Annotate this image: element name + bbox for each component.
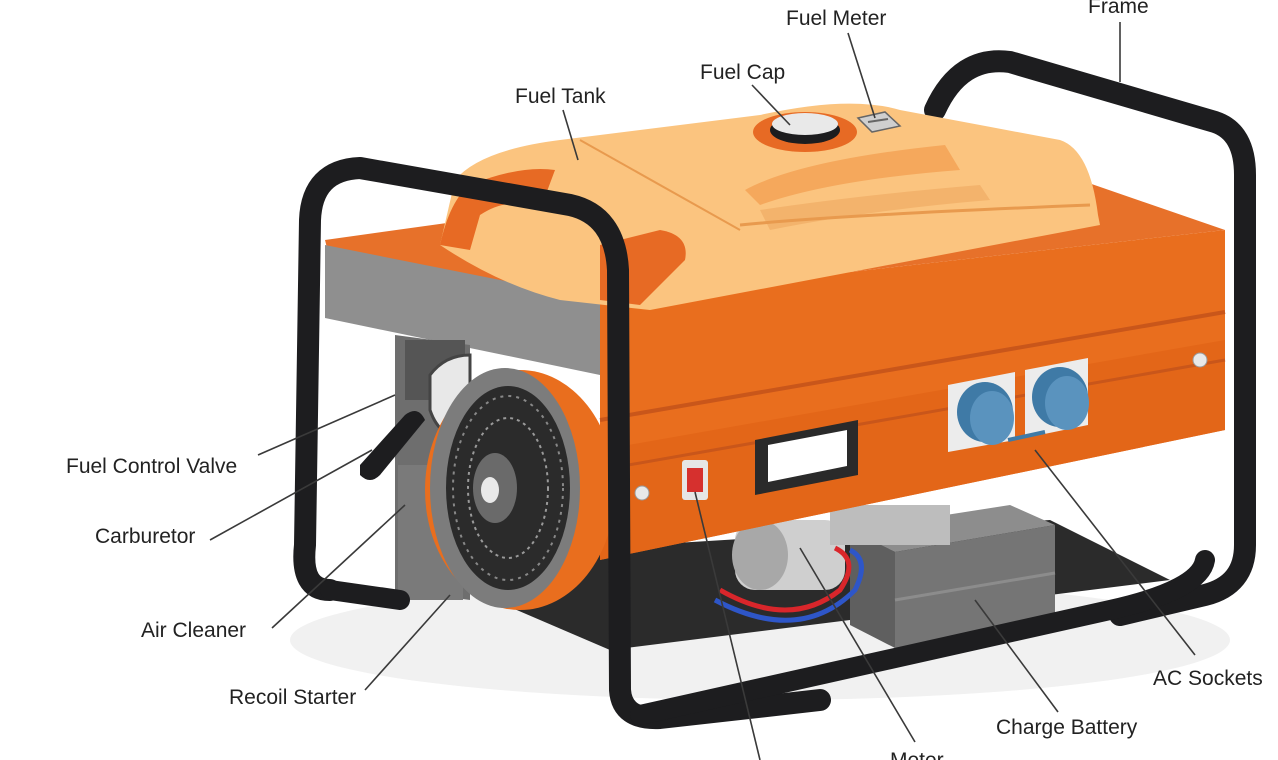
leader-meter [799, 547, 916, 743]
label-meter: Meter [890, 750, 944, 760]
frame-back-loop [924, 50, 1256, 626]
label-fuel-cap: Fuel Cap [700, 61, 786, 84]
fuel-control-lever [360, 411, 425, 480]
label-air-cleaner: Air Cleaner [141, 619, 247, 642]
meter-display-shape [755, 420, 858, 495]
frame-bottom-rail [630, 550, 1215, 725]
leader-switch [694, 491, 761, 760]
label-fuel-meter: Fuel Meter [786, 7, 887, 30]
fuel-cap-shape [753, 112, 857, 152]
body-seam-2 [599, 358, 1226, 472]
rivet-left [634, 485, 650, 501]
leader-fuel-control-valve [257, 394, 396, 456]
label-frame: Frame [1088, 0, 1149, 18]
leader-fuel-tank [562, 109, 579, 161]
leader-carburetor [209, 449, 373, 541]
leader-ac-sockets [1034, 449, 1196, 656]
rivet-right [1192, 352, 1208, 368]
power-switch-shape [682, 460, 708, 500]
body-seam [599, 310, 1226, 422]
label-recoil-starter: Recoil Starter [229, 686, 357, 709]
wire-blue [713, 547, 864, 623]
motor-shape [732, 505, 950, 590]
leader-charge-battery [974, 599, 1059, 713]
ac-sockets-shape [948, 358, 1089, 452]
leader-air-cleaner [271, 504, 406, 629]
label-ac-sockets: AC Sockets [1153, 667, 1263, 690]
frame-front-loop [293, 157, 831, 730]
label-fuel-control-valve: Fuel Control Valve [66, 455, 238, 478]
leader-fuel-cap [751, 84, 791, 126]
label-charge-battery: Charge Battery [996, 716, 1138, 739]
fuel-meter-shape [856, 111, 902, 133]
frame-left-bottom [320, 580, 410, 610]
label-carburetor: Carburetor [95, 525, 196, 548]
leader-recoil-starter [364, 594, 451, 691]
label-fuel-tank: Fuel Tank [515, 85, 606, 108]
recoil-starter-shape [425, 368, 615, 610]
body-side-gray [325, 245, 600, 375]
wire-red [718, 545, 852, 613]
leader-fuel-meter [847, 32, 876, 119]
